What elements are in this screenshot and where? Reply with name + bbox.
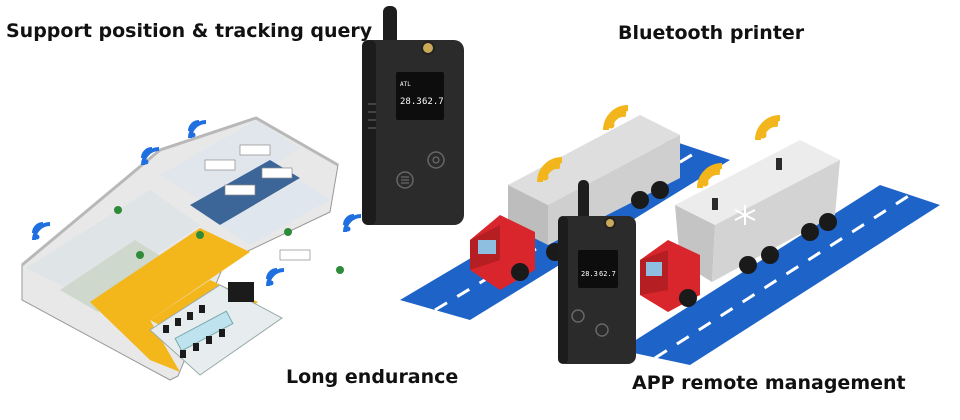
menu-button-icon	[396, 171, 414, 189]
power-button-icon	[595, 323, 609, 337]
menu-button-icon	[571, 309, 585, 323]
wifi-signal-icon	[266, 268, 286, 288]
truck-2	[640, 118, 840, 312]
tracker-device-small: 28.3 62.7	[558, 180, 636, 364]
wifi-signal-icon	[758, 118, 780, 140]
wifi-signal-icon	[343, 214, 363, 234]
power-button-icon	[427, 151, 445, 169]
wifi-signal-icon	[32, 222, 52, 242]
snowflake-icon	[734, 205, 756, 225]
device-screen	[396, 72, 444, 120]
label-app-remote-management: APP remote management	[632, 372, 906, 394]
screen-value-left-small: 28.3	[581, 270, 598, 278]
tracker-device-large: ATL 28.3 62.7	[362, 6, 464, 225]
screen-value-right-small: 62.7	[599, 270, 616, 278]
screen-value-right: 62.7	[422, 97, 444, 107]
label-long-endurance: Long endurance	[286, 366, 459, 388]
screen-value-left: 28.3	[400, 97, 422, 107]
label-bluetooth-printer: Bluetooth printer	[618, 22, 805, 44]
label-position-tracking: Support position & tracking query	[6, 20, 373, 42]
screen-header: ATL	[400, 81, 411, 88]
office-floorplan	[21, 116, 363, 381]
